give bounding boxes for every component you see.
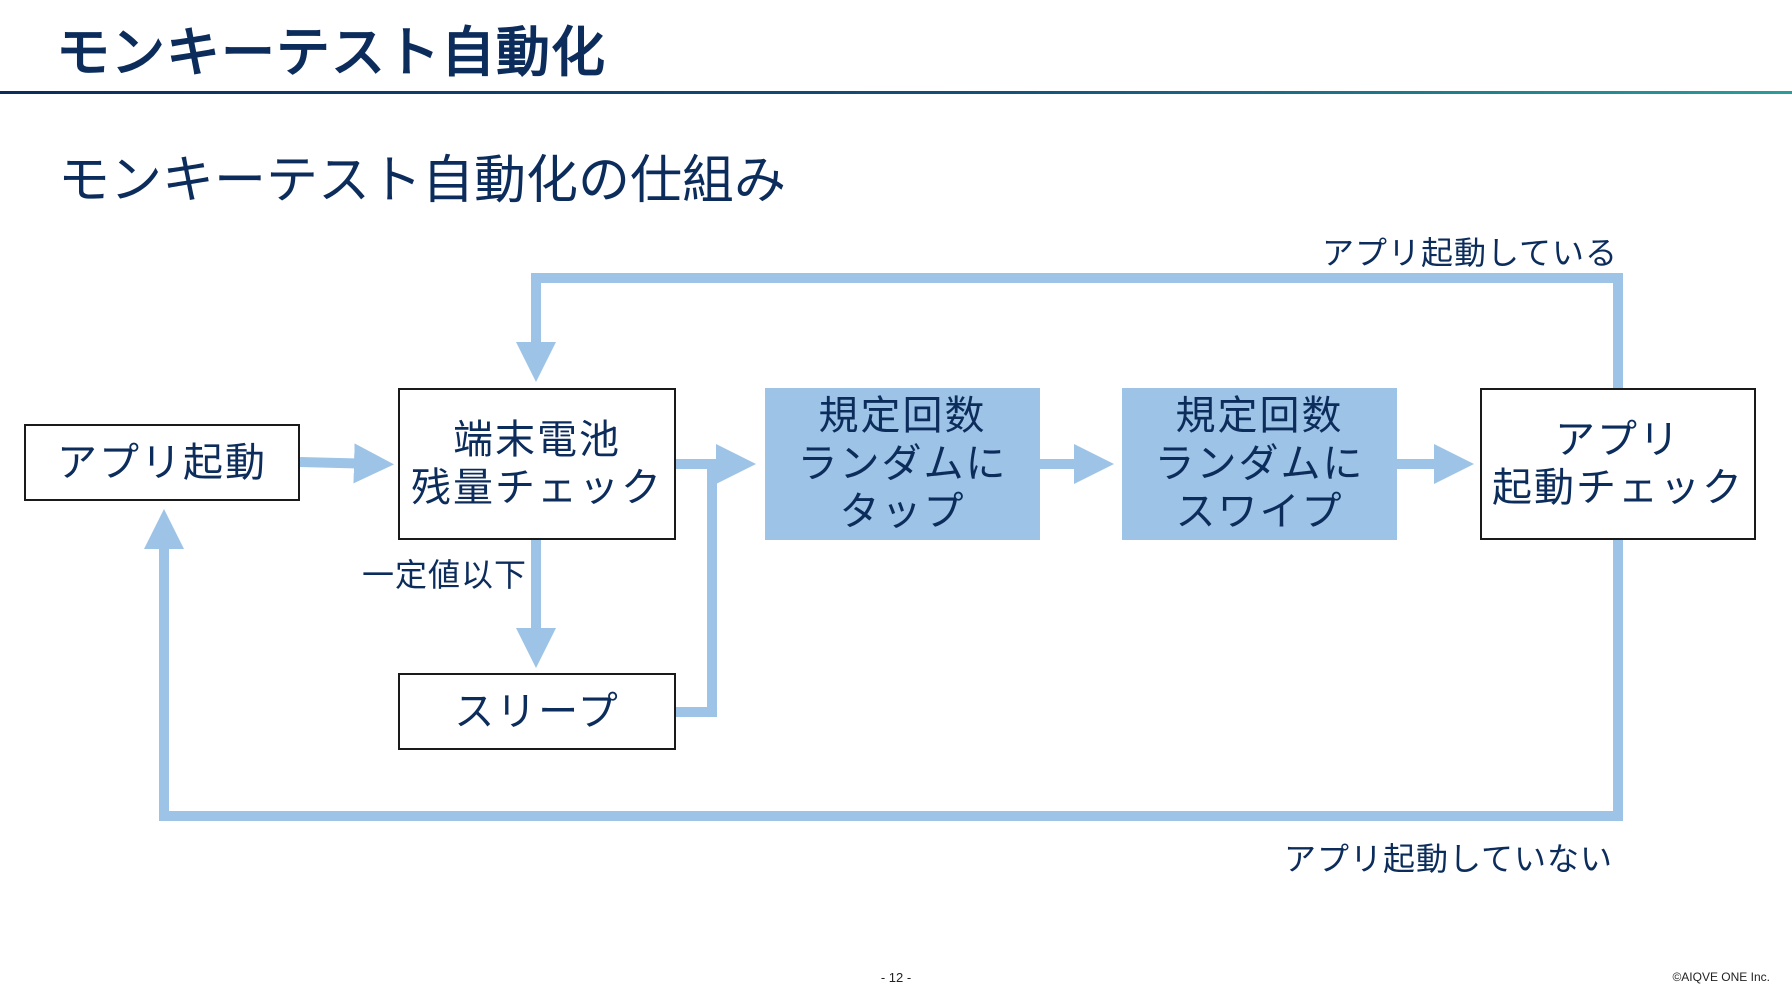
node-random-swipe-line1: 規定回数 — [1175, 393, 1344, 439]
node-battery-check-line1: 端末電池 — [453, 417, 621, 463]
arrow-sleep-to-tap — [676, 464, 717, 717]
node-sleep: スリープ — [398, 673, 676, 750]
node-app-running-check-line2: 起動チェック — [1492, 465, 1744, 511]
page-title: モンキーテスト自動化 — [56, 21, 606, 84]
node-battery-check-line2: 残量チェック — [411, 465, 663, 511]
title-divider — [0, 91, 1792, 94]
node-random-swipe-line3: スワイプ — [1175, 489, 1344, 535]
edge-label-app-not-running: アプリ起動していない — [1284, 840, 1614, 878]
node-random-swipe-line2: ランダムに — [1154, 441, 1365, 487]
section-subtitle: モンキーテスト自動化の仕組み — [58, 151, 787, 211]
node-sleep-label: スリープ — [454, 688, 620, 735]
node-random-tap-line3: タップ — [839, 489, 966, 535]
edge-label-app-running: アプリ起動している — [1322, 234, 1619, 272]
copyright-notice: ©AIQVE ONE Inc. — [1672, 970, 1770, 984]
node-launch-app: アプリ起動 — [24, 424, 300, 501]
node-random-swipe: 規定回数 ランダムに スワイプ — [1122, 388, 1397, 540]
page-number: - 12 - — [880, 970, 912, 985]
edge-label-below-threshold: 一定値以下 — [362, 556, 528, 594]
node-random-tap-line1: 規定回数 — [818, 393, 987, 439]
node-app-running-check-line1: アプリ — [1555, 417, 1681, 463]
arrow-check-not-running-loop — [144, 509, 1623, 821]
node-launch-app-label: アプリ起動 — [57, 439, 267, 486]
node-random-tap-line2: ランダムに — [797, 441, 1008, 487]
node-random-tap: 規定回数 ランダムに タップ — [765, 388, 1040, 540]
node-app-running-check: アプリ 起動チェック — [1480, 388, 1756, 540]
arrow-check-running-loop — [516, 273, 1623, 388]
node-battery-check: 端末電池 残量チェック — [398, 388, 676, 540]
arrow-launch-to-battery — [299, 443, 394, 484]
